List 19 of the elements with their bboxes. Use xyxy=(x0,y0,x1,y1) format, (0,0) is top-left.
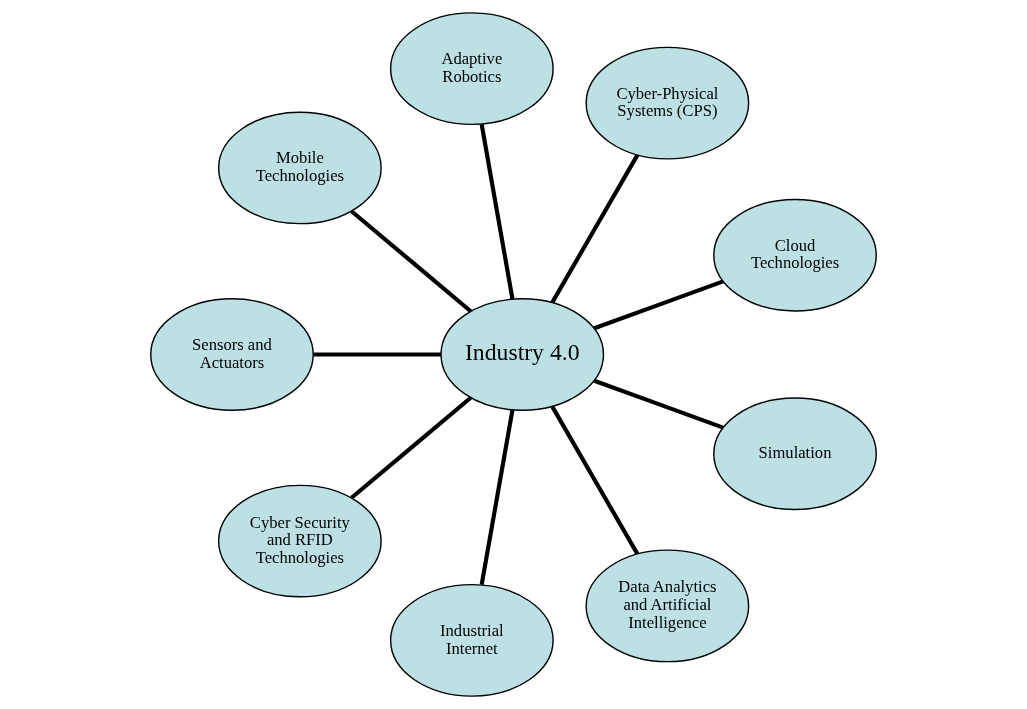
connector xyxy=(550,154,640,304)
connector xyxy=(350,209,472,313)
connector xyxy=(593,279,724,331)
node-ellipse: Sensors and Actuators xyxy=(150,298,314,411)
connector xyxy=(479,124,515,300)
node-ellipse: Cyber Security and RFID Technologies xyxy=(217,484,382,598)
connector xyxy=(313,352,441,357)
connector xyxy=(350,396,472,500)
node-ellipse: Industrial Internet xyxy=(389,583,554,697)
connector xyxy=(593,378,724,430)
node-ellipse: Cyber-Physical Systems (CPS) xyxy=(585,46,750,160)
node-ellipse: Simulation xyxy=(713,397,877,511)
node-ellipse: Data Analytics and Artificial Intelligence xyxy=(585,549,750,663)
node-ellipse: Industry 4.0 xyxy=(440,298,605,411)
connector xyxy=(479,409,515,585)
node-ellipse: Adaptive Robotics xyxy=(389,12,554,126)
node-ellipse: Cloud Technologies xyxy=(713,198,877,312)
node-ellipse: Mobile Technologies xyxy=(217,111,382,225)
connector xyxy=(550,405,640,555)
